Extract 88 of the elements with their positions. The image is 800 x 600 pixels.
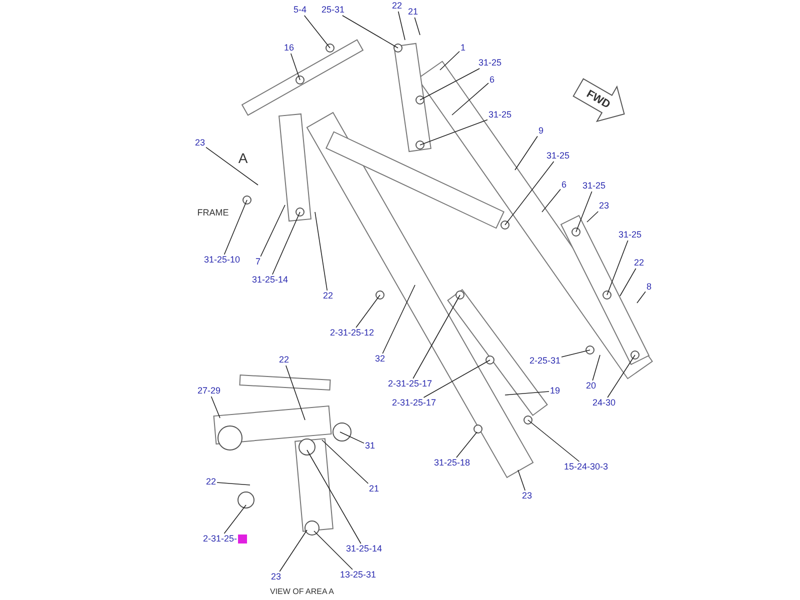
leader-line xyxy=(607,354,636,398)
callout-number: 19 xyxy=(549,386,561,396)
leader-line xyxy=(592,354,600,381)
leader-line xyxy=(224,504,246,534)
callout-number: 31-25 xyxy=(581,180,607,192)
leader-line xyxy=(356,294,380,328)
callout-number: 20 xyxy=(585,380,597,392)
callout-number: 31-25 xyxy=(617,230,643,240)
callout-number: 5-4 xyxy=(292,4,308,16)
leader-line xyxy=(322,440,369,484)
leader-line xyxy=(414,17,420,36)
callout-number: 23 xyxy=(521,490,533,502)
view-caption: VIEW OF AREA A xyxy=(270,588,334,596)
leader-line xyxy=(342,15,398,48)
callout-number: 22 xyxy=(633,258,645,268)
callout-number: 22 xyxy=(205,476,217,488)
leader-line xyxy=(398,11,406,40)
callout-number: 13-25-31 xyxy=(338,570,378,580)
leader-line xyxy=(518,470,526,491)
callout-number: 2-31-25-17 xyxy=(390,398,438,408)
callout-number: 23 xyxy=(598,200,610,212)
callout-number: 31-25-18 xyxy=(432,458,472,468)
leader-line xyxy=(636,291,646,304)
callout-number: 31-25 xyxy=(487,110,513,120)
callout-number: 31-25 xyxy=(545,150,571,162)
leader-line xyxy=(561,350,590,358)
frame-label: FRAME xyxy=(197,208,229,218)
callout-number: 9 xyxy=(538,126,544,136)
callout-number: 6 xyxy=(560,180,568,190)
leader-line xyxy=(606,240,628,296)
callout-number: 24-30 xyxy=(591,398,617,408)
leader-line xyxy=(279,530,308,572)
leader-line xyxy=(620,268,636,296)
leader-line xyxy=(224,200,248,255)
leader-line xyxy=(420,119,488,146)
callout-number: 22 xyxy=(278,354,290,366)
callout-number: 31 xyxy=(364,440,376,452)
leader-line xyxy=(314,212,328,291)
leader-line xyxy=(504,161,554,226)
leader-line xyxy=(452,82,489,116)
callout-number: 8 xyxy=(646,282,652,292)
callout-number: 16 xyxy=(283,42,295,54)
callout-number: 32 xyxy=(374,354,386,364)
leader-line xyxy=(586,211,599,222)
callout-number: 21 xyxy=(407,6,419,18)
leader-line xyxy=(306,450,362,544)
leader-line xyxy=(514,136,538,170)
leader-line xyxy=(423,360,490,398)
leader-line xyxy=(206,146,258,186)
view-marker: A xyxy=(238,151,248,165)
leader-line xyxy=(272,212,300,275)
callout-number: 21 xyxy=(368,484,380,494)
leader-line xyxy=(504,391,550,396)
callout-number: 23 xyxy=(270,572,282,582)
leader-line xyxy=(260,204,286,257)
callout-number: 31-25-14 xyxy=(344,544,384,554)
callout-number: 31-25 xyxy=(477,58,503,68)
leader-line xyxy=(210,396,220,418)
leader-line xyxy=(290,53,300,80)
leader-line xyxy=(456,432,478,458)
callout-number: 2-31-25-12 xyxy=(328,328,376,338)
callout-number: 2-25-31 xyxy=(528,356,562,366)
leader-line xyxy=(542,188,561,212)
callout-number: 22 xyxy=(322,290,334,302)
callout-number: 15-24-30-3 xyxy=(562,462,610,472)
callout-number: 27-29 xyxy=(196,386,222,396)
callout-number: 31-25-14 xyxy=(250,274,290,286)
leader-line xyxy=(340,432,364,444)
leader-line xyxy=(576,191,592,232)
callout-number: 22 xyxy=(391,0,403,12)
leader-line xyxy=(314,530,353,570)
callout-number: 2-31-25- xyxy=(202,534,238,544)
direction-label: FWD xyxy=(584,88,612,112)
callout-number: 23 xyxy=(194,138,206,148)
leader-line xyxy=(216,482,250,486)
leader-line xyxy=(420,68,480,100)
leader-line xyxy=(286,365,306,420)
callout-number: 7 xyxy=(254,256,262,268)
leader-line xyxy=(528,420,580,462)
callout-number: 6 xyxy=(488,74,496,86)
leader-line xyxy=(382,284,416,354)
callout-number: 1 xyxy=(460,42,466,54)
leader-line xyxy=(412,294,460,379)
callout-number: 31-25-10 xyxy=(202,254,242,266)
leader-line xyxy=(440,50,460,70)
callout-number: 25-31 xyxy=(320,4,346,16)
callout-number: 2-31-25-17 xyxy=(386,378,434,390)
leader-line xyxy=(304,15,330,48)
